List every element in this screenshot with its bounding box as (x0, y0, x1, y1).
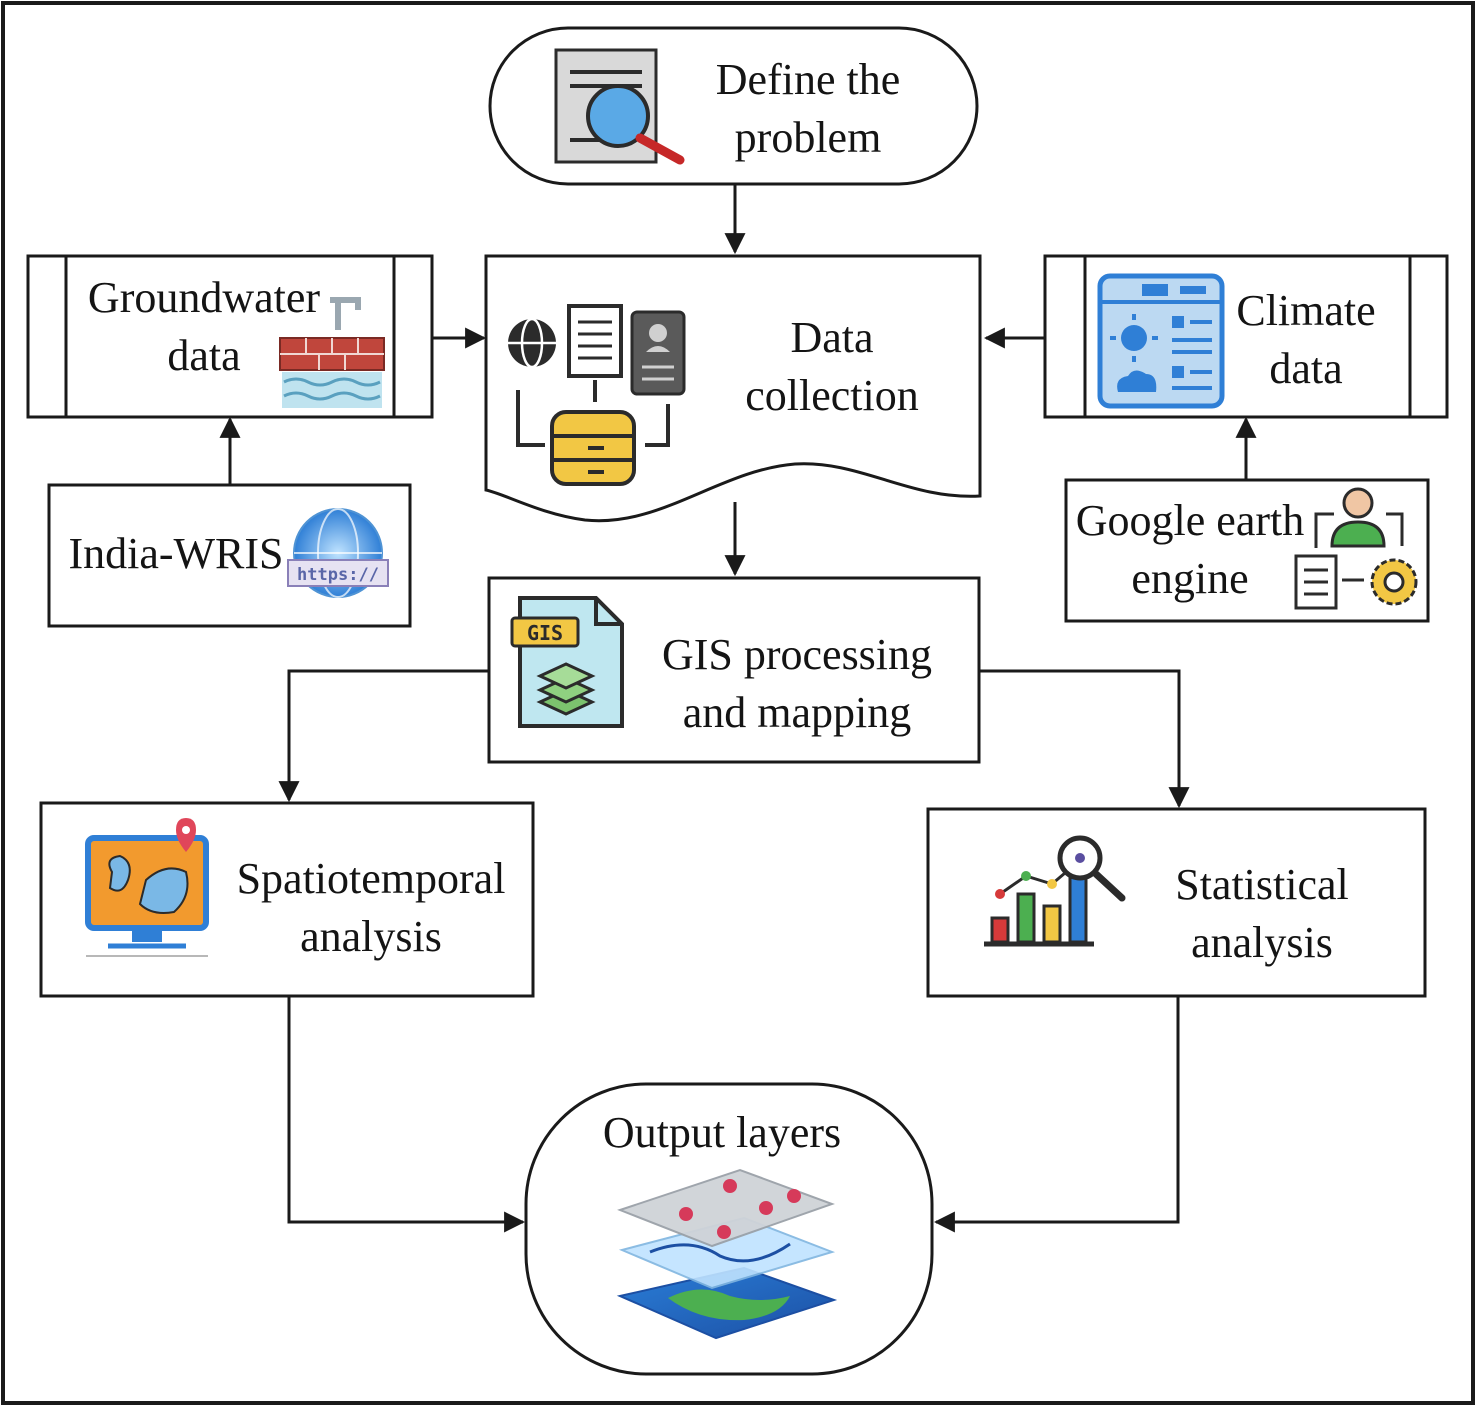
document-search-icon (554, 48, 685, 165)
india-wris-label: India-WRIS (68, 529, 283, 578)
map-layers-icon (616, 1168, 838, 1340)
node-climate-data: Climate data (1043, 254, 1449, 419)
node-data-collection: Data collection (484, 254, 982, 523)
statistical-line1: Statistical (1175, 860, 1349, 909)
groundwater-line1: Groundwater (88, 273, 320, 322)
node-gis-processing: GIS GIS processing and mapping (487, 576, 981, 764)
node-statistical-analysis: Statistical analysis (926, 807, 1427, 998)
node-groundwater-data: Groundwater data (26, 254, 434, 419)
arrow-gis-to-statistical (979, 669, 1190, 809)
groundwater-line2: data (167, 331, 240, 380)
arrow-gis-to-spatiotemporal (278, 669, 489, 803)
define-problem-line1: Define the (716, 55, 900, 104)
node-output-layers: Output layers (524, 1082, 934, 1376)
arrow-statistical-to-output (933, 996, 1180, 1233)
wris-icon-label: https:// (297, 565, 379, 585)
node-india-wris: https:// India-WRIS (47, 483, 412, 628)
analytics-chart-icon (984, 835, 1126, 947)
arrow-spatiotemporal-to-output (287, 996, 526, 1233)
spatiotemporal-line2: analysis (300, 912, 442, 961)
data-collection-line1: Data (790, 313, 873, 362)
node-google-earth-engine: Google earth engine (1064, 478, 1430, 623)
weather-forecast-icon (1097, 273, 1225, 409)
climate-line1: Climate (1236, 286, 1375, 335)
climate-line2: data (1269, 344, 1342, 393)
gis-line1: GIS processing (662, 630, 932, 679)
gis-icon-label: GIS (527, 621, 563, 645)
well-water-icon (279, 297, 385, 408)
output-layers-label: Output layers (603, 1108, 841, 1157)
map-monitor-icon (85, 818, 209, 957)
connectors (219, 184, 1257, 1233)
gis-line2: and mapping (683, 688, 912, 737)
google-earth-line1: Google earth (1076, 496, 1304, 545)
web-globe-icon: https:// (287, 508, 389, 598)
node-define-problem: Define the problem (488, 26, 979, 186)
node-spatiotemporal-analysis: Spatiotemporal analysis (39, 801, 535, 998)
data-collection-line2: collection (745, 371, 919, 420)
define-problem-line2: problem (735, 113, 882, 162)
process-shape (926, 807, 1427, 998)
automation-workflow-icon (1294, 487, 1418, 610)
data-sources-icon (508, 304, 686, 486)
google-earth-line2: engine (1131, 554, 1248, 603)
statistical-line2: analysis (1191, 918, 1333, 967)
gis-file-icon: GIS (510, 596, 624, 728)
spatiotemporal-line1: Spatiotemporal (237, 854, 506, 903)
